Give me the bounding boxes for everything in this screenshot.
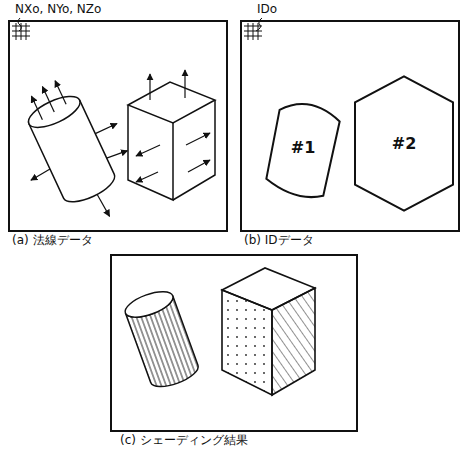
region-outline xyxy=(266,104,339,197)
cube-normals xyxy=(128,70,215,200)
panel-frame: (c) シェーディング結果 xyxy=(110,254,358,432)
data-label: IDo xyxy=(256,2,278,16)
id-region: #2 xyxy=(354,75,454,212)
id-region: #1 xyxy=(264,94,342,200)
panel-frame: (a) 法線データ xyxy=(8,20,228,232)
pixel-grid xyxy=(12,23,262,40)
panel-frame: (b) IDデータ#1#2 xyxy=(240,20,460,232)
data-label: NXo, NYo, NZo xyxy=(14,2,102,16)
panel-caption: (a) 法線データ xyxy=(12,233,93,247)
id-number: #2 xyxy=(392,134,417,153)
panel-caption: (b) IDデータ xyxy=(244,233,314,247)
region-outline xyxy=(355,76,453,210)
shaded-cube xyxy=(222,268,315,395)
id-number: #1 xyxy=(291,138,316,157)
shaded-cylinder xyxy=(122,287,201,392)
panel-caption: (c) シェーディング結果 xyxy=(120,433,248,447)
